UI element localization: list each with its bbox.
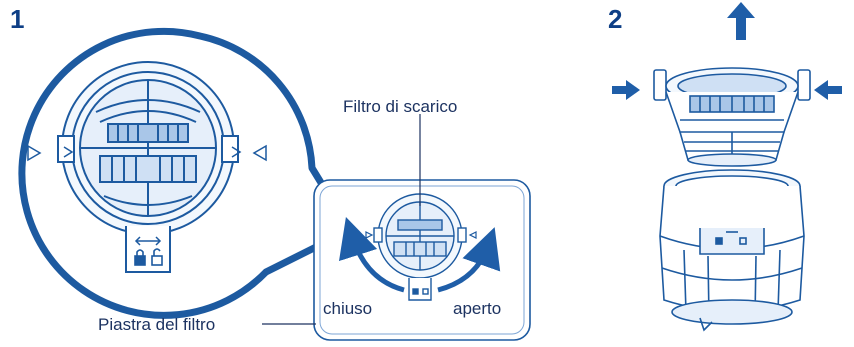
step-number-2: 2 [608, 4, 623, 34]
lock-closed-icon [134, 249, 146, 266]
push-arrow-icon [814, 80, 842, 100]
rotate-arrow-icon [437, 227, 501, 293]
label-open: aperto [453, 299, 502, 318]
drain-filter-small [373, 193, 467, 301]
filter-basket [659, 169, 805, 332]
filter-insert [653, 67, 811, 167]
lock-open-icon [151, 248, 163, 266]
label-drain-filter: Filtro di scarico [343, 97, 458, 116]
step-number-1: 1 [10, 4, 25, 34]
push-arrow-icon [612, 80, 640, 100]
label-filter-plate: Piastra del filtro [98, 315, 216, 334]
triangle-markers-magnified [27, 144, 267, 162]
arrow-left-right-icon [134, 236, 162, 246]
rotate-arrow-icon [339, 216, 405, 293]
lift-arrow-icon [727, 2, 755, 40]
label-closed: chiuso [323, 299, 373, 318]
